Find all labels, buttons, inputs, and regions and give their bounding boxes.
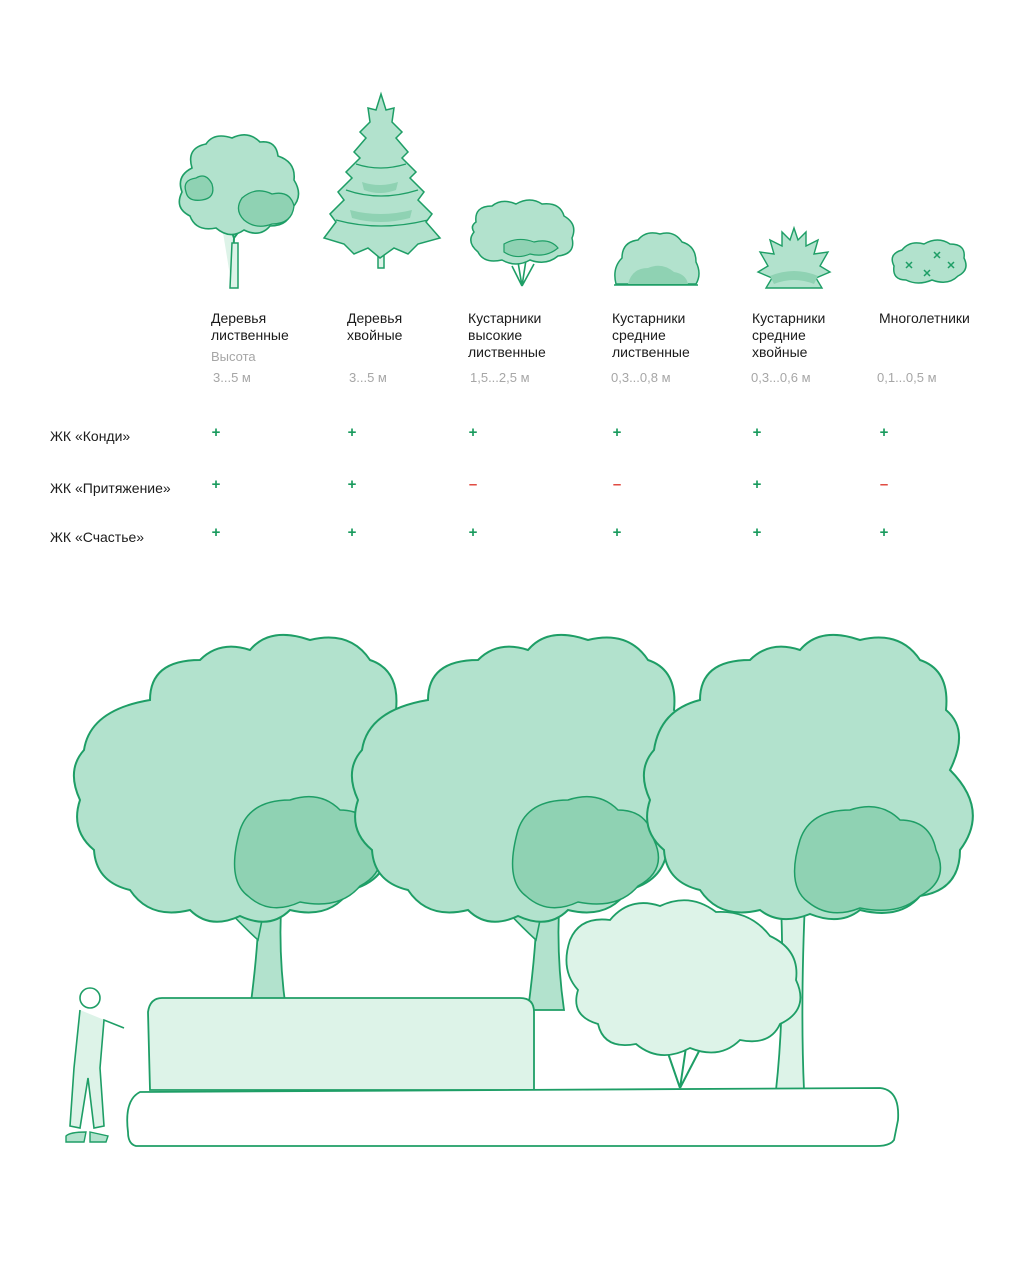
column-label-deciduous-trees: Деревья лиственные [211, 310, 289, 343]
medium-deciduous-shrub-icon [614, 232, 700, 286]
conifer-tree-icon [322, 91, 442, 269]
landscape-illustration [65, 633, 974, 1147]
large-tree-icon [643, 633, 974, 1091]
matrix-mark: + [752, 524, 762, 541]
height-value: 3...5 м [213, 370, 251, 385]
matrix-mark: – [612, 476, 622, 493]
matrix-mark: + [752, 476, 762, 493]
column-label-medium-deciduous-shrubs: Кустарники средние лиственные [612, 310, 690, 360]
height-caption: Высота [211, 349, 256, 364]
row-label-schastye: ЖК «Счастье» [50, 529, 145, 545]
column-label-medium-conifer-shrubs: Кустарники средние хвойные [752, 310, 826, 360]
matrix-mark: + [347, 524, 357, 541]
column-label-tall-shrubs: Кустарники высокие лиственные [468, 310, 546, 360]
column-label-perennials: Многолетники [879, 310, 970, 326]
medium-conifer-shrub-icon [756, 225, 832, 289]
matrix-mark: + [468, 524, 478, 541]
matrix-mark: – [879, 476, 889, 493]
height-value: 0,1...0,5 м [877, 370, 937, 385]
height-value: 0,3...0,6 м [751, 370, 811, 385]
large-tree-icon [351, 633, 689, 1011]
matrix-mark: + [347, 476, 357, 493]
matrix-mark: + [211, 476, 221, 493]
tall-shrub-icon [470, 199, 575, 287]
matrix-mark: + [752, 424, 762, 441]
row-label-kondi: ЖК «Конди» [50, 428, 131, 444]
height-value: 3...5 м [349, 370, 387, 385]
matrix-mark: + [347, 424, 357, 441]
matrix-mark: – [468, 476, 478, 493]
person-icon [65, 987, 125, 1143]
shrub-icon [565, 899, 802, 1089]
row-label-prityazhenie: ЖК «Притяжение» [50, 480, 171, 496]
height-value: 0,3...0,8 м [611, 370, 671, 385]
matrix-mark: + [879, 424, 889, 441]
matrix-mark: + [211, 524, 221, 541]
matrix-mark: + [211, 424, 221, 441]
matrix-mark: + [612, 424, 622, 441]
column-label-conifer-trees: Деревья хвойные [347, 310, 403, 343]
perennials-icon [891, 239, 967, 284]
matrix-mark: + [612, 524, 622, 541]
hedge-icon [126, 997, 900, 1147]
height-value: 1,5...2,5 м [470, 370, 530, 385]
matrix-mark: + [468, 424, 478, 441]
matrix-mark: + [879, 524, 889, 541]
deciduous-tree-icon [178, 134, 300, 289]
large-tree-icon [73, 633, 411, 1011]
